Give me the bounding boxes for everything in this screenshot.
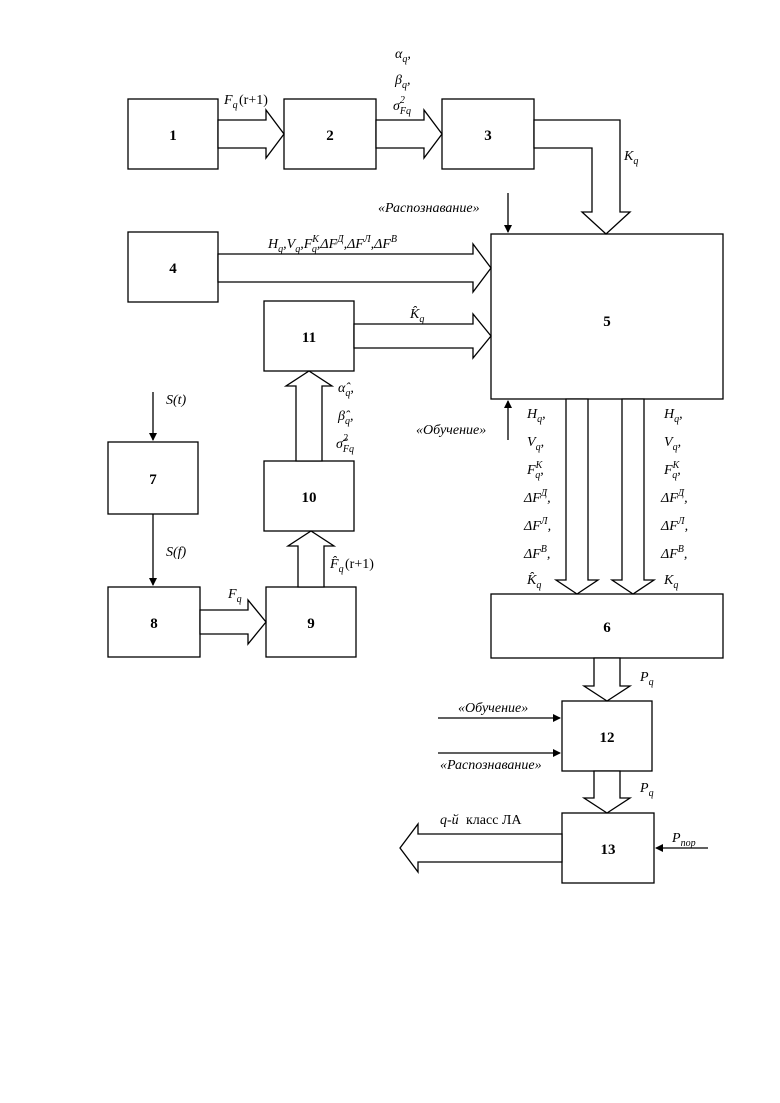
label-class-text: класс ЛА bbox=[466, 813, 522, 828]
block-6: 6 bbox=[491, 594, 723, 658]
block-1: 1 bbox=[128, 99, 218, 169]
label-pq-12: Pq bbox=[639, 781, 654, 799]
arrow-10-to-11 bbox=[286, 371, 332, 461]
arrow-9-to-10 bbox=[288, 531, 334, 587]
label-params-left: Hq, Vq, FKq, ΔFД, ΔFЛ, ΔFВ, K̂q bbox=[523, 407, 551, 591]
block-7-number: 7 bbox=[149, 472, 157, 488]
arrow-3-to-5 bbox=[534, 120, 630, 234]
label-kq-hat: K̂q bbox=[409, 306, 424, 325]
label-fq-hat-r1: F̂q (r+1) bbox=[329, 556, 374, 575]
label-fq-r1-arg: (r+1) bbox=[239, 93, 268, 108]
block-2: 2 bbox=[284, 99, 376, 169]
svg-text:Hq,: Hq, bbox=[526, 407, 546, 425]
svg-text:ΔFЛ,: ΔFЛ, bbox=[523, 516, 551, 534]
label-params-4: Hq,Vq,FKq,ΔFД,ΔFЛ,ΔFВ bbox=[267, 234, 397, 255]
arrow-8-to-9 bbox=[200, 600, 266, 644]
svg-text:αq,: αq, bbox=[395, 47, 411, 65]
svg-text:Vq,: Vq, bbox=[664, 435, 681, 453]
block-4-number: 4 bbox=[169, 261, 177, 277]
arrow-6-to-12 bbox=[584, 658, 630, 701]
svg-text:F̂q: F̂q bbox=[329, 556, 344, 575]
label-s-f: S(f) bbox=[166, 545, 187, 560]
block-5: 5 bbox=[491, 234, 723, 399]
svg-text:ΔFВ,: ΔFВ, bbox=[660, 544, 687, 562]
svg-text:Vq,: Vq, bbox=[527, 435, 544, 453]
block-10-number: 10 bbox=[302, 490, 317, 506]
svg-text:β̂q,: β̂q, bbox=[337, 409, 353, 427]
block-5-number: 5 bbox=[603, 314, 611, 330]
svg-text:ΔFД,: ΔFД, bbox=[660, 488, 688, 506]
svg-text:σ2Fq: σ2Fq bbox=[393, 95, 411, 117]
block-4: 4 bbox=[128, 232, 218, 302]
label-p-por: Pпор bbox=[671, 831, 696, 849]
svg-text:βq,: βq, bbox=[394, 73, 410, 91]
label-pq-6: Pq bbox=[639, 670, 654, 688]
block-10: 10 bbox=[264, 461, 354, 531]
label-class-q: q-й bbox=[440, 813, 459, 828]
arrow-2-to-3 bbox=[376, 110, 442, 158]
label-fq-hat-r1-arg: (r+1) bbox=[345, 557, 374, 572]
block-6-number: 6 bbox=[603, 620, 611, 636]
block-7: 7 bbox=[108, 442, 198, 514]
block-12: 12 bbox=[562, 701, 652, 771]
svg-text:FKq,: FKq, bbox=[663, 460, 681, 481]
label-alpha-beta-sigma-hat: α̂q, β̂q, σ̂2Fq bbox=[336, 381, 354, 455]
svg-text:FKq,: FKq, bbox=[526, 460, 544, 481]
block-13-number: 13 bbox=[601, 842, 616, 858]
block-9-number: 9 bbox=[307, 616, 315, 632]
label-params-right: Hq, Vq, FKq, ΔFД, ΔFЛ, ΔFВ, Kq bbox=[660, 407, 688, 591]
label-raspoznavanie-12: «Распознавание» bbox=[440, 758, 542, 773]
block-8: 8 bbox=[108, 587, 200, 657]
label-alpha-beta-sigma: αq, βq, σ2Fq bbox=[393, 47, 411, 117]
label-kq: Kq bbox=[623, 149, 638, 167]
label-fq-r1: Fq (r+1) bbox=[223, 93, 268, 111]
svg-text:Fq: Fq bbox=[223, 93, 238, 111]
svg-text:Kq: Kq bbox=[663, 573, 678, 591]
svg-text:ΔFЛ,: ΔFЛ, bbox=[660, 516, 688, 534]
block-9: 9 bbox=[266, 587, 356, 657]
arrow-5-to-6-right bbox=[612, 399, 654, 594]
block-8-number: 8 bbox=[150, 616, 158, 632]
block-3-number: 3 bbox=[484, 128, 492, 144]
label-obuchenie-5: «Обучение» bbox=[416, 423, 486, 438]
arrow-5-to-6-left bbox=[556, 399, 598, 594]
label-raspoznavanie-5: «Распознавание» bbox=[378, 201, 480, 216]
arrow-12-to-13 bbox=[584, 771, 630, 813]
svg-text:σ̂2Fq: σ̂2Fq bbox=[336, 433, 354, 455]
svg-text:ΔFВ,: ΔFВ, bbox=[523, 544, 550, 562]
label-obuchenie-12: «Обучение» bbox=[458, 701, 528, 716]
svg-text:Hq,: Hq, bbox=[663, 407, 683, 425]
svg-text:K̂q: K̂q bbox=[526, 572, 541, 591]
block-1-number: 1 bbox=[169, 128, 177, 144]
block-13: 13 bbox=[562, 813, 654, 883]
block-12-number: 12 bbox=[600, 730, 615, 746]
svg-text:α̂q,: α̂q, bbox=[338, 381, 354, 399]
label-s-t: S(t) bbox=[166, 393, 187, 408]
arrow-13-output bbox=[400, 824, 562, 872]
block-2-number: 2 bbox=[326, 128, 334, 144]
arrow-1-to-2 bbox=[218, 110, 284, 158]
label-fq: Fq bbox=[227, 587, 242, 605]
block-11: 11 bbox=[264, 301, 354, 371]
svg-text:ΔFД,: ΔFД, bbox=[523, 488, 551, 506]
block-3: 3 bbox=[442, 99, 534, 169]
block-11-number: 11 bbox=[302, 330, 316, 346]
